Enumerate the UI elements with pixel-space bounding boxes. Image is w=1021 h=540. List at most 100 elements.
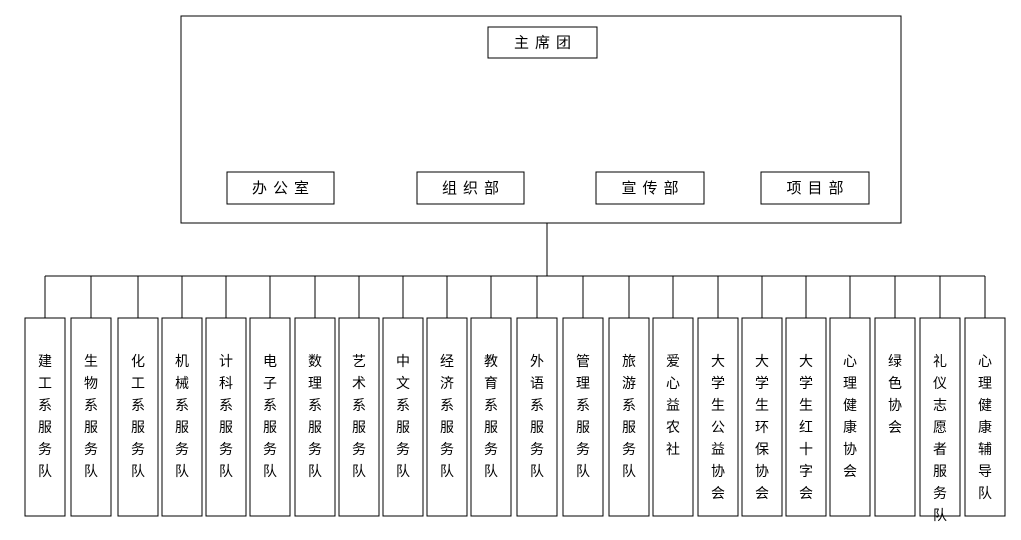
svg-text:会: 会 xyxy=(755,486,769,502)
svg-text:外: 外 xyxy=(530,354,544,370)
department-node xyxy=(416,171,525,205)
svg-text:学: 学 xyxy=(755,376,769,392)
svg-text:益: 益 xyxy=(711,442,725,458)
svg-text:大: 大 xyxy=(799,354,813,370)
svg-text:教: 教 xyxy=(484,354,498,370)
svg-text:服: 服 xyxy=(440,420,454,436)
team-node xyxy=(874,317,916,517)
svg-text:机: 机 xyxy=(175,354,189,370)
svg-text:服: 服 xyxy=(933,464,947,480)
svg-text:服: 服 xyxy=(38,420,52,436)
svg-text:物: 物 xyxy=(84,376,98,392)
svg-text:心: 心 xyxy=(843,354,857,370)
svg-text:务: 务 xyxy=(576,442,590,458)
svg-text:队: 队 xyxy=(978,486,992,502)
svg-text:生: 生 xyxy=(84,354,98,370)
svg-text:务: 务 xyxy=(622,442,636,458)
svg-text:语: 语 xyxy=(530,376,544,392)
svg-text:服: 服 xyxy=(131,420,145,436)
team-node xyxy=(516,317,558,517)
svg-text:队: 队 xyxy=(484,464,498,480)
team-node xyxy=(161,317,203,517)
team-node xyxy=(70,317,112,517)
svg-text:志: 志 xyxy=(933,398,947,414)
svg-text:心: 心 xyxy=(666,376,680,392)
svg-text:字: 字 xyxy=(799,464,813,480)
svg-text:务: 务 xyxy=(484,442,498,458)
svg-text:康: 康 xyxy=(978,419,992,436)
team-node xyxy=(205,317,247,517)
team-node xyxy=(829,317,871,517)
svg-text:队: 队 xyxy=(308,464,322,480)
svg-text:系: 系 xyxy=(175,398,189,414)
team-node xyxy=(964,317,1006,517)
svg-text:服: 服 xyxy=(263,420,277,436)
svg-text:爱: 爱 xyxy=(666,354,680,370)
svg-text:服: 服 xyxy=(352,420,366,436)
svg-text:生: 生 xyxy=(711,398,725,414)
department-node xyxy=(595,171,705,205)
team-node xyxy=(382,317,424,517)
svg-text:协: 协 xyxy=(711,464,725,480)
svg-text:务: 务 xyxy=(263,442,277,458)
svg-text:心: 心 xyxy=(978,354,992,370)
department-label: 组织部 xyxy=(442,179,505,197)
svg-text:系: 系 xyxy=(219,398,233,414)
team-node xyxy=(294,317,336,517)
svg-text:队: 队 xyxy=(933,508,947,524)
svg-text:队: 队 xyxy=(263,464,277,480)
team-node xyxy=(697,317,739,517)
svg-text:务: 务 xyxy=(38,442,52,458)
svg-text:生: 生 xyxy=(799,398,813,414)
svg-text:游: 游 xyxy=(622,376,636,392)
svg-text:系: 系 xyxy=(308,398,322,414)
team-node xyxy=(117,317,159,517)
top-node xyxy=(487,26,598,59)
svg-text:康: 康 xyxy=(843,419,857,436)
svg-text:导: 导 xyxy=(978,464,992,480)
svg-text:会: 会 xyxy=(888,420,902,436)
svg-text:务: 务 xyxy=(84,442,98,458)
svg-text:健: 健 xyxy=(978,398,992,414)
svg-text:队: 队 xyxy=(131,464,145,480)
svg-text:系: 系 xyxy=(396,398,410,414)
svg-text:队: 队 xyxy=(84,464,98,480)
svg-text:经: 经 xyxy=(440,354,454,370)
svg-text:计: 计 xyxy=(219,354,233,370)
svg-text:系: 系 xyxy=(440,398,454,414)
svg-text:会: 会 xyxy=(843,464,857,480)
team-node xyxy=(785,317,827,517)
svg-text:服: 服 xyxy=(396,420,410,436)
svg-text:协: 协 xyxy=(755,464,769,480)
svg-text:学: 学 xyxy=(799,376,813,392)
svg-text:社: 社 xyxy=(666,442,680,458)
team-node xyxy=(24,317,66,517)
svg-text:队: 队 xyxy=(396,464,410,480)
top-node-label: 主席团 xyxy=(514,34,577,52)
svg-text:系: 系 xyxy=(352,398,366,414)
svg-text:健: 健 xyxy=(843,398,857,414)
svg-text:大: 大 xyxy=(711,354,725,370)
svg-text:愿: 愿 xyxy=(933,420,947,436)
svg-text:农: 农 xyxy=(666,420,680,436)
department-label: 办公室 xyxy=(252,179,315,197)
svg-text:系: 系 xyxy=(84,398,98,414)
team-node xyxy=(426,317,468,517)
department-label: 宣传部 xyxy=(621,179,684,197)
svg-text:旅: 旅 xyxy=(622,354,636,370)
svg-text:理: 理 xyxy=(978,376,992,392)
department-node xyxy=(760,171,870,205)
